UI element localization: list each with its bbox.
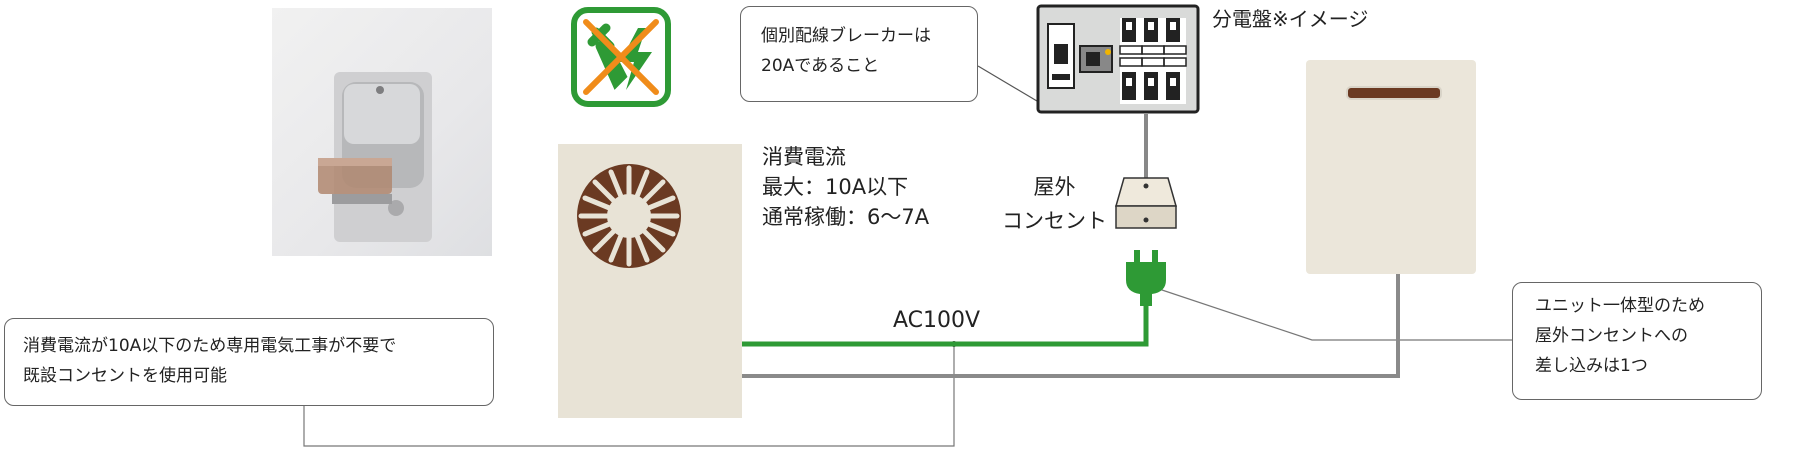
no-dedicated-wiring-callout: 消費電流が10A以下のため専用電気工事が不要で 既設コンセントを使用可能 xyxy=(4,318,494,406)
single-plug-callout: ユニット一体型のため 屋外コンセントへの 差し込みは1つ xyxy=(1512,282,1762,400)
breaker-note-line1: 個別配線ブレーカーは xyxy=(761,26,931,46)
main-note-line1: 消費電流が10A以下のため専用電気工事が不要で xyxy=(23,336,397,356)
tank-unit-slot xyxy=(1346,86,1442,100)
fan-icon xyxy=(577,164,681,268)
breaker-note-line2: 20Aであること xyxy=(761,56,880,76)
main-note-line2: 既設コンセントを使用可能 xyxy=(23,366,227,386)
plug-icon xyxy=(1122,250,1170,306)
outdoor-outlet-label: 屋外 コンセント xyxy=(1002,170,1107,238)
breaker-requirement-callout: 個別配線ブレーカーは 20Aであること xyxy=(740,6,978,102)
unit-note-line2: 屋外コンセントへの xyxy=(1535,326,1688,346)
no-electrical-work-icon xyxy=(570,6,672,108)
outdoor-outlet-label-line2: コンセント xyxy=(1002,209,1107,233)
consumption-title: 消費電流 xyxy=(762,145,846,169)
voltage-label: AC100V xyxy=(893,308,981,333)
consumption-normal: 通常稼働：6〜7A xyxy=(762,205,930,229)
distribution-panel-label: 分電盤※イメージ xyxy=(1212,7,1369,31)
consumption-max: 最大：10A以下 xyxy=(762,175,909,199)
outdoor-outlet-label-line1: 屋外 xyxy=(1033,175,1076,199)
unit-note-line3: 差し込みは1つ xyxy=(1535,356,1648,376)
unit-note-line1: ユニット一体型のため xyxy=(1535,296,1705,316)
existing-outlet-photo xyxy=(272,8,492,256)
outdoor-unit xyxy=(558,144,742,418)
distribution-panel-icon xyxy=(1036,4,1200,114)
outdoor-outlet-icon xyxy=(1114,176,1178,232)
current-consumption-label: 消費電流 最大：10A以下 通常稼働：6〜7A xyxy=(762,142,929,232)
